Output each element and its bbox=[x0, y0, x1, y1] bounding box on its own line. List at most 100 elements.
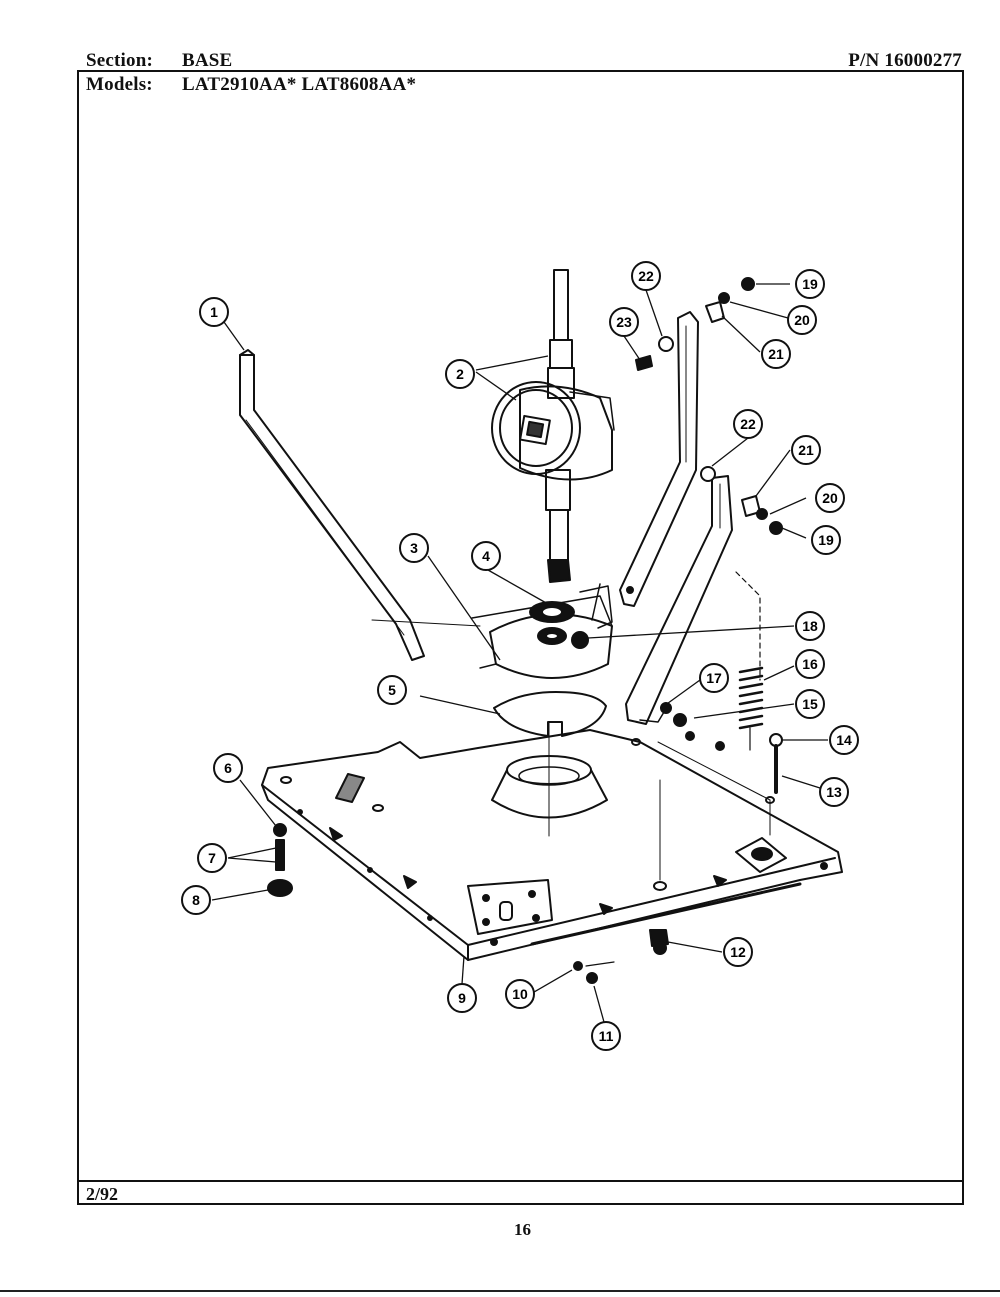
callout-20b: 20 bbox=[815, 483, 845, 513]
callout-20a: 20 bbox=[787, 305, 817, 335]
callout-number: 19 bbox=[818, 532, 834, 548]
date-code: 2/92 bbox=[86, 1184, 119, 1204]
callout-circle bbox=[811, 525, 841, 555]
callout-circle bbox=[447, 983, 477, 1013]
callout-circle bbox=[795, 269, 825, 299]
callout-number: 20 bbox=[794, 312, 810, 328]
callout-12: 12 bbox=[723, 937, 753, 967]
callout-circle bbox=[699, 663, 729, 693]
callout-number: 7 bbox=[208, 850, 216, 866]
callout-number: 5 bbox=[388, 682, 396, 698]
callout-17: 17 bbox=[699, 663, 729, 693]
callout-circle bbox=[505, 979, 535, 1009]
callout-number: 6 bbox=[224, 760, 232, 776]
callout-circle bbox=[795, 611, 825, 641]
leg-strap-right-rear bbox=[619, 311, 699, 607]
callout-number: 2 bbox=[456, 366, 464, 382]
callout-circle bbox=[787, 305, 817, 335]
callout-number: 23 bbox=[616, 314, 632, 330]
callout-19b: 19 bbox=[811, 525, 841, 555]
callout-circle bbox=[197, 843, 227, 873]
callout-number: 12 bbox=[730, 944, 746, 960]
page-number: 16 bbox=[514, 1220, 531, 1239]
callout-circle bbox=[631, 261, 661, 291]
callout-4: 4 bbox=[471, 541, 501, 571]
callout-16: 16 bbox=[795, 649, 825, 679]
callout-21b: 21 bbox=[791, 435, 821, 465]
callout-3: 3 bbox=[399, 533, 429, 563]
callout-1: 1 bbox=[199, 297, 229, 327]
bracket-upper bbox=[705, 301, 725, 323]
callout-circle bbox=[399, 533, 429, 563]
callout-19a: 19 bbox=[795, 269, 825, 299]
callout-number: 15 bbox=[802, 696, 818, 712]
callout-circle bbox=[733, 409, 763, 439]
diagram-frame bbox=[77, 70, 964, 1205]
callout-circle bbox=[815, 483, 845, 513]
callout-9: 9 bbox=[447, 983, 477, 1013]
callout-8: 8 bbox=[181, 885, 211, 915]
callout-number: 1 bbox=[210, 304, 218, 320]
callout-number: 14 bbox=[836, 732, 852, 748]
callout-15: 15 bbox=[795, 689, 825, 719]
callout-number: 19 bbox=[802, 276, 818, 292]
callout-number: 22 bbox=[638, 268, 654, 284]
callout-number: 13 bbox=[826, 784, 842, 800]
callout-23: 23 bbox=[609, 307, 639, 337]
hub-assembly bbox=[471, 583, 613, 679]
callout-circle bbox=[791, 435, 821, 465]
callout-10: 10 bbox=[505, 979, 535, 1009]
transmission bbox=[491, 269, 615, 583]
leg-strap-left bbox=[239, 349, 481, 661]
callout-circle bbox=[213, 753, 243, 783]
spring bbox=[735, 571, 764, 751]
callout-6: 6 bbox=[213, 753, 243, 783]
callout-number: 17 bbox=[706, 670, 722, 686]
callout-number: 3 bbox=[410, 540, 418, 556]
callout-circle bbox=[591, 1021, 621, 1051]
callout-number: 21 bbox=[798, 442, 814, 458]
callout-circle bbox=[761, 339, 791, 369]
callout-2: 2 bbox=[445, 359, 475, 389]
base-plate bbox=[261, 721, 843, 961]
callout-circle bbox=[445, 359, 475, 389]
callout-circle bbox=[723, 937, 753, 967]
callout-circle bbox=[795, 689, 825, 719]
callout-number: 20 bbox=[822, 490, 838, 506]
callout-circle bbox=[471, 541, 501, 571]
footer-divider bbox=[77, 1180, 964, 1182]
part-number: P/N 16000277 bbox=[848, 50, 962, 71]
split-ring bbox=[493, 691, 607, 737]
callout-number: 8 bbox=[192, 892, 200, 908]
callout-number: 10 bbox=[512, 986, 528, 1002]
callout-circle bbox=[181, 885, 211, 915]
callout-18: 18 bbox=[795, 611, 825, 641]
callout-number: 9 bbox=[458, 990, 466, 1006]
callout-22b: 22 bbox=[733, 409, 763, 439]
callout-number: 11 bbox=[599, 1028, 614, 1044]
leg-strap-right-front bbox=[625, 475, 733, 725]
callout-22a: 22 bbox=[631, 261, 661, 291]
callout-number: 22 bbox=[740, 416, 756, 432]
callout-circle bbox=[609, 307, 639, 337]
leader-lines bbox=[211, 283, 828, 1023]
callout-number: 21 bbox=[768, 346, 784, 362]
callout-21a: 21 bbox=[761, 339, 791, 369]
callout-number: 18 bbox=[802, 618, 818, 634]
callout-7: 7 bbox=[197, 843, 227, 873]
callout-circle bbox=[377, 675, 407, 705]
bolt-13 bbox=[769, 733, 783, 794]
section-value: BASE bbox=[182, 50, 233, 71]
callout-5: 5 bbox=[377, 675, 407, 705]
callout-13: 13 bbox=[819, 777, 849, 807]
models-label: Models: bbox=[86, 74, 153, 95]
models-value: LAT2910AA* LAT8608AA* bbox=[182, 74, 417, 95]
callout-14: 14 bbox=[829, 725, 859, 755]
callout-number: 16 bbox=[802, 656, 818, 672]
callout-circle bbox=[829, 725, 859, 755]
callout-circle bbox=[795, 649, 825, 679]
callout-circle bbox=[199, 297, 229, 327]
page-bottom-rule bbox=[0, 1290, 1000, 1292]
